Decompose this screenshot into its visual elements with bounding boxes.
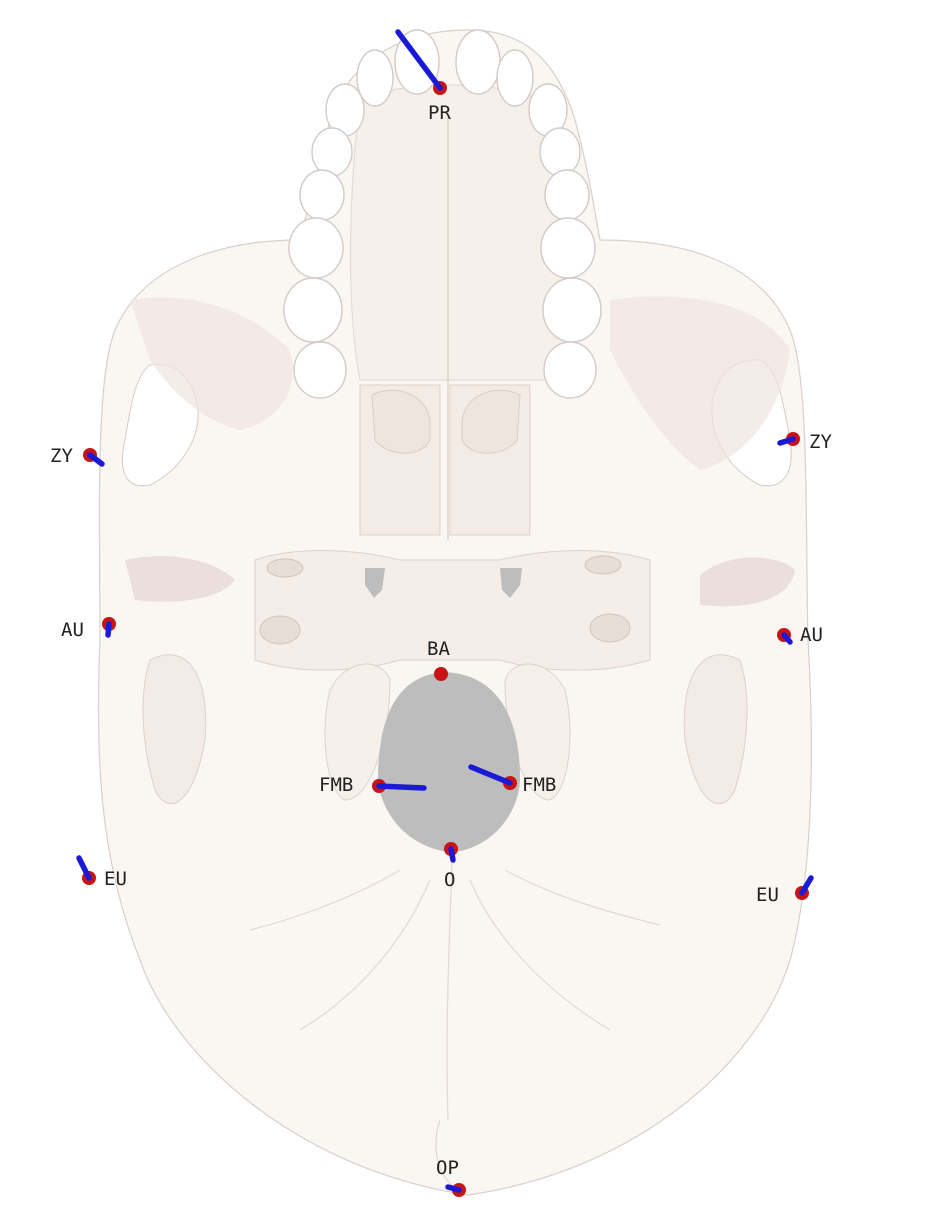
vector-o <box>451 849 453 860</box>
vector-fmb-left <box>379 786 424 788</box>
label-ba: BA <box>427 638 450 660</box>
point-ba <box>434 667 448 681</box>
vector-zy-right <box>780 439 793 443</box>
label-zy-left: ZY <box>50 445 73 467</box>
vector-op <box>448 1187 459 1190</box>
label-zy-right: ZY <box>809 431 832 453</box>
vector-au-left <box>108 624 109 635</box>
label-au-right: AU <box>800 624 823 646</box>
left-jugular <box>267 559 303 577</box>
label-op: OP <box>436 1157 459 1179</box>
label-eu-right: EU <box>756 884 779 906</box>
label-o: O <box>444 869 455 891</box>
foramen-magnum <box>378 672 520 852</box>
label-fmb-left: FMB <box>319 774 353 796</box>
right-jugular <box>585 556 621 574</box>
label-pr: PR <box>428 102 451 124</box>
left-carotid-canal <box>260 616 300 644</box>
label-eu-left: EU <box>104 868 127 890</box>
label-fmb-right: FMB <box>522 774 556 796</box>
label-au-left: AU <box>61 619 84 641</box>
right-carotid-canal <box>590 614 630 642</box>
